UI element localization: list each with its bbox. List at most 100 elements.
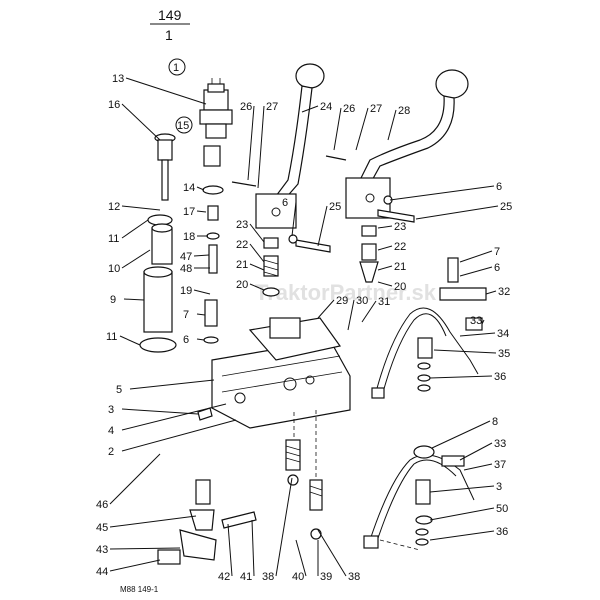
- callout-leader: [485, 290, 497, 295]
- callout-leader: [415, 205, 499, 220]
- callout-number: 31: [378, 296, 390, 308]
- rod-47: [208, 244, 218, 274]
- callout-number: 44: [96, 566, 108, 578]
- callout-leader: [121, 408, 199, 415]
- detail-circle: [168, 58, 186, 76]
- callout-number: 34: [497, 328, 509, 340]
- callout-leader: [459, 332, 496, 337]
- callout-number: 50: [496, 503, 508, 515]
- sub-number: 1: [165, 27, 173, 43]
- callout-number: 38: [348, 571, 360, 583]
- callout-number: 2: [108, 446, 114, 458]
- callout-leader: [431, 420, 491, 449]
- spring-17: [207, 205, 219, 221]
- page-number: 149: [158, 7, 182, 23]
- callout-number: 32: [498, 286, 510, 298]
- callout-number: 6: [496, 181, 502, 193]
- callout-number: 40: [292, 571, 304, 583]
- bolt-25-right: [377, 209, 415, 223]
- callout-leader: [295, 539, 307, 577]
- callout-number: 27: [266, 101, 278, 113]
- callout-number: 8: [492, 416, 498, 428]
- nut-6-left: [288, 234, 298, 244]
- callout-number: 5: [116, 384, 122, 396]
- washer-6: [203, 336, 219, 344]
- callout-number: 29: [336, 295, 348, 307]
- callout-leader: [247, 105, 255, 181]
- callout-number: 22: [236, 239, 248, 251]
- callout-number: 25: [329, 201, 341, 213]
- pipe-assembly-upper: [371, 257, 487, 399]
- callout-number: 33: [494, 438, 506, 450]
- callout-leader: [459, 266, 493, 277]
- callout-number: 41: [240, 571, 252, 583]
- callout-leader: [129, 379, 215, 390]
- callout-leader: [249, 263, 265, 271]
- callout-leader: [291, 201, 297, 237]
- callout-leader: [193, 254, 210, 257]
- callout-number: 6: [282, 197, 288, 209]
- callout-leader: [317, 299, 335, 319]
- pipe-assembly-lower: [363, 445, 475, 549]
- callout-leader: [275, 477, 293, 577]
- callout-leader: [463, 463, 493, 471]
- callout-leader: [355, 107, 369, 151]
- washer-18: [206, 232, 220, 240]
- callout-number: 10: [108, 263, 120, 275]
- callout-number: 17: [183, 206, 195, 218]
- callout-number: 4: [108, 425, 114, 437]
- spring-stack-right: [359, 225, 379, 283]
- callout-leader: [389, 185, 495, 201]
- callout-number: 6: [183, 334, 189, 346]
- callout-leader: [121, 249, 151, 269]
- callout-leader: [459, 442, 493, 461]
- callout-number: 9: [110, 294, 116, 306]
- callout-leader: [429, 530, 495, 541]
- callout-number: 6: [494, 262, 500, 274]
- callout-number: 19: [180, 285, 192, 297]
- pin-7: [204, 299, 218, 327]
- callout-number: 11: [106, 331, 117, 343]
- callout-number: 13: [112, 73, 124, 85]
- callout-number: 45: [96, 522, 108, 534]
- screw-3: [197, 407, 213, 421]
- callout-leader: [429, 375, 493, 379]
- callout-leader: [301, 105, 319, 113]
- callout-leader: [361, 300, 377, 323]
- pin-26-left: [231, 181, 257, 187]
- lever-24: [255, 63, 325, 229]
- valve-housing-5: [211, 317, 351, 429]
- callout-number: 11: [108, 233, 119, 245]
- callout-number: 35: [498, 348, 510, 360]
- callout-leader: [249, 283, 265, 291]
- callout-number: 14: [183, 182, 195, 194]
- callout-number: 26: [240, 101, 252, 113]
- plug-15: [203, 145, 221, 167]
- callout-leader: [317, 205, 328, 247]
- callout-leader: [121, 419, 237, 452]
- callout-leader: [257, 105, 265, 189]
- callout-leader: [249, 223, 265, 243]
- callout-number: 33: [470, 315, 482, 327]
- detail-mark: 1: [173, 62, 179, 74]
- callout-leader: [119, 335, 141, 346]
- bolt-25-left: [295, 239, 331, 253]
- callout-number: 43: [96, 544, 108, 556]
- callout-number: 38: [262, 571, 274, 583]
- callout-leader: [377, 245, 393, 251]
- callout-leader: [481, 319, 485, 325]
- figure-code: M88 149-1: [120, 585, 159, 594]
- callout-leader: [109, 559, 161, 572]
- callout-number: 47: [180, 251, 192, 263]
- pin-26-right: [325, 155, 347, 161]
- callout-number: 3: [108, 404, 114, 416]
- callout-number: 12: [108, 201, 120, 213]
- callout-leader: [227, 523, 233, 577]
- callout-number: 36: [496, 526, 508, 538]
- callout-number: 20: [236, 279, 248, 291]
- callout-leader: [249, 243, 265, 263]
- callout-leader: [459, 250, 493, 263]
- callout-leader: [196, 210, 207, 213]
